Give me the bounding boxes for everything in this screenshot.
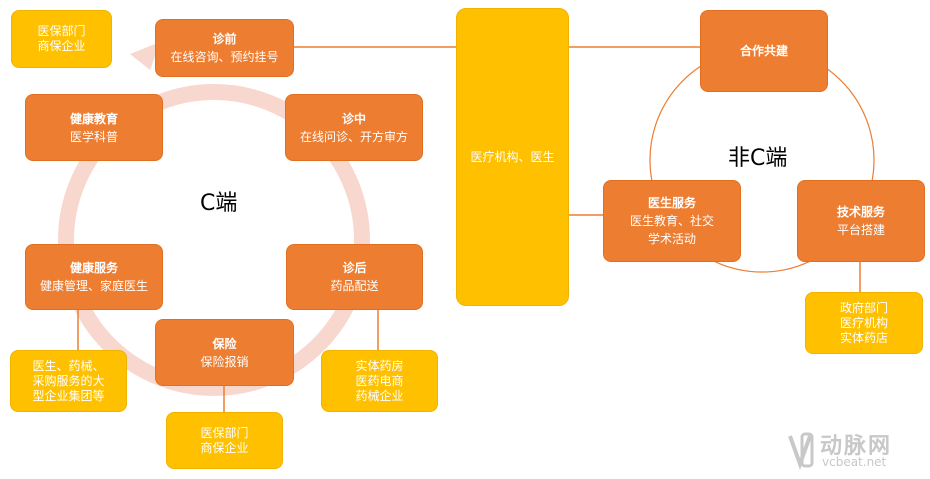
partner-insurance: 医保部门 商保企业 — [166, 412, 283, 469]
watermark-url: vcbeat.net — [822, 455, 887, 469]
node-tech-service: 技术服务 平台搭建 — [797, 180, 925, 262]
node-health-service: 健康服务 健康管理、家庭医生 — [25, 244, 163, 310]
node-doctor-service: 医生服务 医生教育、社交 学术活动 — [603, 180, 741, 262]
node-title: 技术服务 — [836, 205, 885, 219]
hub-medical-institutions: 医疗机构、医生 — [456, 8, 569, 306]
partner-text: 实体药房 医药电商 药械企业 — [355, 358, 404, 403]
partner-post: 实体药房 医药电商 药械企业 — [321, 350, 438, 412]
cycle-arrow-icon — [130, 42, 160, 70]
node-title: 健康服务 — [69, 261, 118, 275]
node-title: 合作共建 — [739, 44, 788, 58]
node-title: 医生服务 — [647, 196, 696, 210]
node-title: 诊前 — [212, 32, 237, 46]
node-subtitle: 在线咨询、预约挂号 — [170, 50, 279, 64]
partner-health-service: 医生、药械、 采购服务的大 型企业集团等 — [10, 350, 127, 412]
c-cycle-ring — [58, 84, 370, 396]
node-title: 保险 — [212, 336, 237, 351]
partner-top-left: 医保部门 商保企业 — [11, 10, 112, 68]
non-c-side-label: 非C端 — [728, 146, 788, 171]
node-post-diagnosis: 诊后 药品配送 — [286, 244, 423, 310]
node-subtitle: 健康管理、家庭医生 — [39, 279, 148, 293]
node-title: 诊后 — [342, 261, 367, 275]
node-subtitle: 在线问诊、开方审方 — [299, 129, 408, 144]
node-title: 诊中 — [341, 111, 366, 126]
node-health-education: 健康教育 医学科普 — [25, 94, 163, 161]
partner-text: 医生、药械、 采购服务的大 型企业集团等 — [32, 358, 105, 403]
watermark-brand: 动脉网 — [820, 434, 893, 459]
c-side-label: C端 — [200, 191, 238, 216]
node-subtitle: 医生教育、社交 学术活动 — [629, 214, 714, 246]
partner-text: 政府部门 医疗机构 实体药店 — [839, 300, 888, 345]
node-cooperation: 合作共建 — [700, 10, 828, 92]
vcbeat-logo-icon — [788, 432, 814, 470]
node-subtitle: 医学科普 — [69, 129, 118, 144]
node-in-diagnosis: 诊中 在线问诊、开方审方 — [285, 94, 423, 161]
partner-text: 医保部门 商保企业 — [37, 24, 86, 53]
node-title: 健康教育 — [69, 111, 118, 126]
hub-label: 医疗机构、医生 — [470, 150, 555, 164]
node-pre-diagnosis: 诊前 在线咨询、预约挂号 — [155, 19, 294, 77]
node-subtitle: 保险报销 — [200, 354, 249, 369]
partner-tech-service: 政府部门 医疗机构 实体药店 — [805, 292, 923, 354]
node-subtitle: 平台搭建 — [836, 223, 885, 237]
partner-text: 医保部门 商保企业 — [200, 425, 249, 455]
watermark: 动脉网 vcbeat.net — [788, 426, 928, 474]
node-insurance: 保险 保险报销 — [155, 319, 294, 386]
node-subtitle: 药品配送 — [330, 279, 379, 293]
